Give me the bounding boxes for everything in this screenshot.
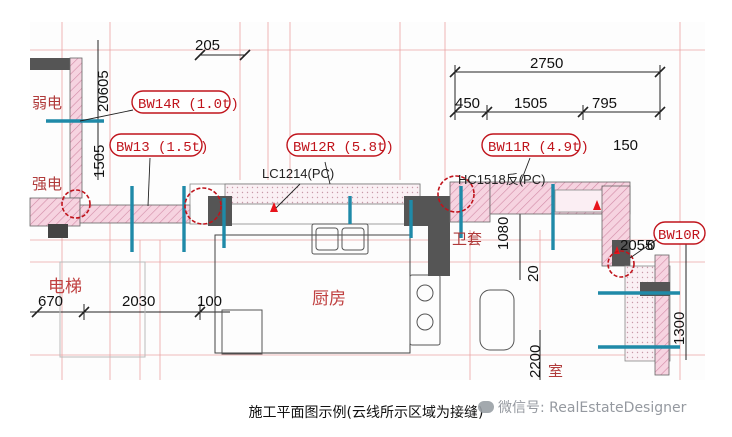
dimension-ticks [31, 49, 666, 318]
wechat-icon [478, 401, 494, 413]
dim-795: 795 [592, 95, 617, 112]
cloud-label-bw13: BW13 (1.5t) [109, 133, 208, 157]
bw11r-label: BW11R (4.9t) [488, 140, 589, 156]
cloud-label-bw14r: BW14R (1.0t) [131, 90, 239, 114]
room-bottom-right: 室 [548, 362, 563, 380]
dim-1300: 1300 [671, 312, 688, 345]
leader-lines [79, 109, 657, 259]
dim-450: 450 [455, 95, 480, 112]
watermark-text: 微信号: RealEstateDesigner [498, 400, 687, 416]
bw13-label: BW13 (1.5t) [116, 140, 208, 156]
dim-20605: 20605 [95, 70, 112, 112]
dim-2200: 2200 [527, 345, 544, 378]
main-walls [79, 181, 671, 376]
dim-205: 205 [195, 37, 220, 54]
dim-2030: 2030 [122, 293, 155, 310]
cloud-label-bw11r: BW11R (4.9t) [481, 133, 589, 157]
figure-caption: 施工平面图示例(云线所示区域为接缝) [248, 405, 484, 421]
cloud-label-bw12r: BW12R (5.8t) [286, 133, 394, 157]
left-shaft-walls [29, 57, 83, 238]
dim-20: 20 [525, 265, 542, 282]
joint-clouds [61, 175, 635, 278]
dim-2055: 2055 [620, 237, 653, 254]
window-label-lc1214: LC1214(PC) [262, 166, 334, 181]
room-strong-power: 强电 [32, 175, 62, 193]
dim-2750: 2750 [530, 55, 563, 72]
joint-lines [46, 119, 680, 349]
dim-0: 0 [647, 237, 655, 254]
dim-670: 670 [38, 293, 63, 310]
cloud-label-bw10r: BW10R [653, 221, 706, 245]
room-kitchen: 厨房 [312, 289, 346, 309]
bw10r-label: BW10R [658, 228, 701, 244]
kitchen-fixtures [59, 223, 515, 358]
dim-1505-left: 1505 [91, 145, 108, 178]
dim-1505-top: 1505 [514, 95, 547, 112]
bw12r-label: BW12R (5.8t) [293, 140, 394, 156]
window-label-hc1518: HC1518反(PC) [458, 172, 545, 187]
dim-100: 100 [197, 293, 222, 310]
room-bathroom: 卫套 [452, 230, 482, 248]
dim-150: 150 [613, 137, 638, 154]
dim-1080: 1080 [495, 217, 512, 250]
room-elevator: 电梯 [48, 277, 82, 297]
watermark: 微信号: RealEstateDesigner [478, 397, 686, 417]
room-weak-power: 弱电 [32, 94, 62, 112]
bw14r-label: BW14R (1.0t) [138, 97, 239, 113]
